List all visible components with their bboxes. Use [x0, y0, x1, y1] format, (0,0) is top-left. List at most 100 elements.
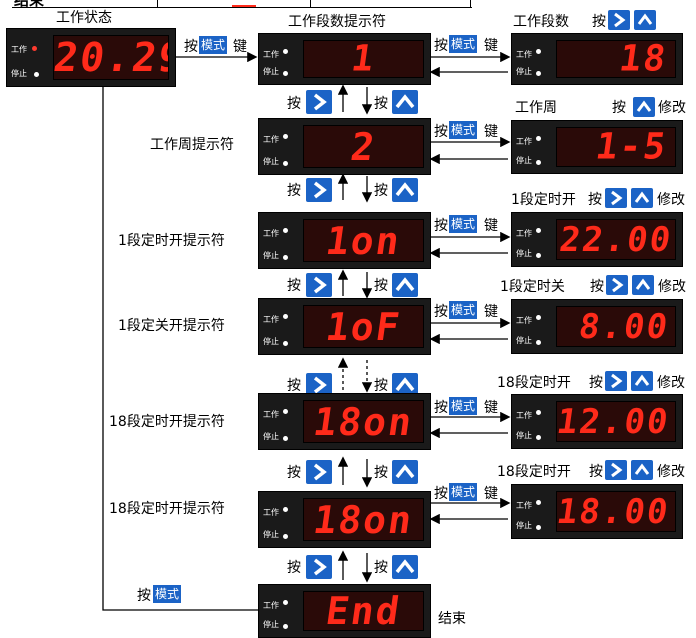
press-label: 按 — [434, 486, 448, 502]
seg1-off-time-label: 1段定时关 — [500, 279, 565, 295]
stop-indicator-dot — [283, 534, 288, 539]
modify-label: 修改 — [657, 192, 685, 208]
on1-prompt-panel: 工作 停止 1on — [258, 212, 431, 269]
press-label: 按 — [434, 124, 448, 140]
on18b-prompt-readout: 18on — [310, 498, 417, 541]
press-label: 按 — [589, 464, 603, 480]
stop-label: 停止 — [516, 67, 532, 76]
end-label: 结束 — [438, 611, 466, 627]
press-label: 按 — [612, 100, 626, 116]
modify-label: 修改 — [658, 100, 686, 116]
up-arrow-key-icon — [392, 90, 418, 114]
up-arrow-key-icon — [633, 97, 655, 117]
mode-key-icon: 模式 — [449, 483, 478, 501]
work-indicator-dot — [536, 228, 541, 233]
work-label: 工作 — [263, 410, 279, 419]
mode-key-icon: 模式 — [449, 301, 478, 319]
key-label: 键 — [233, 39, 247, 55]
seg1-on-prompt-label: 1段定时开提示符 — [118, 233, 225, 249]
press-label: 按 — [374, 183, 388, 199]
off1-value-readout: 8.00 — [576, 306, 672, 347]
work-indicator-dot — [536, 49, 541, 54]
top-fragment-label: 结束 — [14, 0, 45, 9]
week-value-panel: 工作 停止 1-5 — [511, 120, 683, 174]
press-label: 按 — [592, 14, 606, 30]
press-label: 按 — [434, 218, 448, 234]
right-arrow-key-icon — [306, 460, 332, 484]
on1-value-readout: 22.00 — [557, 219, 675, 260]
work-state-label: 工作状态 — [56, 10, 112, 26]
right-arrow-key-icon — [605, 188, 627, 208]
work-label: 工作 — [516, 501, 532, 510]
stop-label: 停止 — [263, 157, 279, 166]
main-status-panel: 工作 停止 20.29 — [6, 28, 176, 87]
up-arrow-key-icon — [632, 275, 654, 295]
stop-indicator-dot — [536, 253, 541, 258]
top-fragment-divider — [157, 0, 158, 8]
stop-label: 停止 — [263, 337, 279, 346]
stop-label: 停止 — [516, 521, 532, 530]
seg18-on-time-label: 18段定时开 — [497, 464, 571, 480]
work-indicator-dot — [283, 49, 288, 54]
week-prompt-readout: 2 — [347, 125, 380, 168]
week-value-readout: 1-5 — [593, 127, 670, 167]
key-label: 键 — [484, 218, 498, 234]
work-week-prompt-label: 工作周提示符 — [150, 137, 234, 153]
work-indicator-dot — [283, 600, 288, 605]
main-display-readout: 20.29 — [53, 35, 169, 80]
key-label: 键 — [484, 400, 498, 416]
right-arrow-key-icon — [608, 10, 630, 30]
on18-value-readout: 12.00 — [556, 401, 673, 442]
press-label: 按 — [374, 378, 388, 394]
stop-label: 停止 — [263, 432, 279, 441]
work-indicator-dot — [536, 136, 541, 141]
up-arrow-key-icon — [631, 460, 653, 480]
stop-label: 停止 — [516, 249, 532, 258]
seg18-on-prompt-label: 18段定时开提示符 — [109, 501, 225, 517]
right-arrow-key-icon — [306, 273, 332, 297]
press-label: 按 — [137, 588, 151, 604]
stop-indicator-dot — [536, 525, 541, 530]
press-label: 按 — [374, 96, 388, 112]
segments-value-panel: 工作 停止 18 — [511, 33, 683, 85]
right-arrow-key-icon — [306, 555, 332, 579]
work-indicator-dot — [283, 314, 288, 319]
press-label: 按 — [287, 278, 301, 294]
on1-value-panel: 工作 停止 22.00 — [511, 212, 683, 267]
press-label: 按 — [287, 560, 301, 576]
work-segments-label: 工作段数 — [513, 14, 569, 30]
work-indicator-dot — [536, 410, 541, 415]
work-week-label: 工作周 — [515, 100, 557, 116]
work-indicator-dot — [283, 409, 288, 414]
press-label: 按 — [287, 378, 301, 394]
up-arrow-key-icon — [392, 555, 418, 579]
stop-label: 停止 — [263, 251, 279, 260]
top-fragment-red-stroke — [232, 5, 256, 7]
work-indicator-dot — [283, 134, 288, 139]
work-label: 工作 — [263, 135, 279, 144]
modify-label: 修改 — [658, 279, 686, 295]
press-label: 按 — [287, 183, 301, 199]
press-label: 按 — [589, 375, 603, 391]
press-label: 按 — [184, 39, 198, 55]
seg1-off-prompt-label: 1段定关开提示符 — [118, 318, 225, 334]
mode-key-icon: 模式 — [153, 585, 182, 603]
mode-key-icon: 模式 — [199, 36, 228, 54]
stop-indicator-dot — [283, 255, 288, 260]
week-prompt-panel: 工作 停止 2 — [258, 118, 431, 175]
right-arrow-key-icon — [306, 178, 332, 202]
work-label: 工作 — [263, 508, 279, 517]
press-label: 按 — [287, 96, 301, 112]
end-readout: End — [323, 591, 404, 631]
work-label: 工作 — [516, 229, 532, 238]
stop-indicator-dot — [536, 340, 541, 345]
stop-indicator-dot — [283, 71, 288, 76]
press-label: 按 — [374, 278, 388, 294]
stop-label: 停止 — [263, 530, 279, 539]
mode-key-icon: 模式 — [449, 35, 478, 53]
off1-value-panel: 工作 停止 8.00 — [511, 299, 683, 354]
press-label: 按 — [374, 465, 388, 481]
right-arrow-key-icon — [605, 371, 627, 391]
segments-prompt-readout: 1 — [348, 40, 379, 78]
